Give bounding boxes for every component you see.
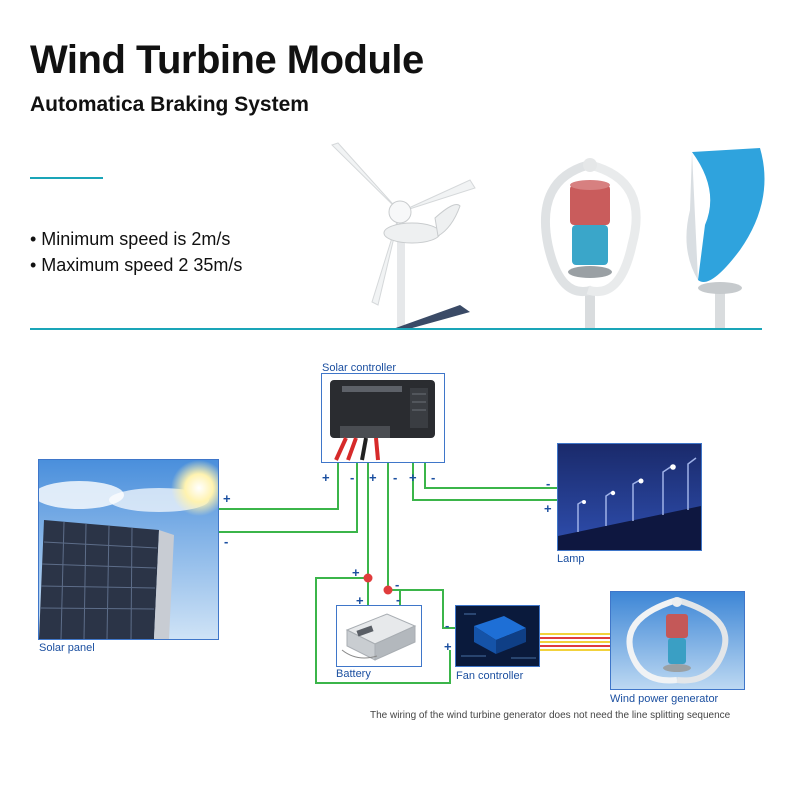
wind-generator-box xyxy=(610,591,745,690)
controller-battery-minus: - xyxy=(393,470,398,485)
page-subtitle: Automatica Braking System xyxy=(30,93,309,116)
lamp-plus: + xyxy=(544,501,552,516)
solar-panel-minus: - xyxy=(224,534,229,549)
lamp-image xyxy=(558,444,701,550)
solar-panel-image xyxy=(39,460,218,639)
junction-plus-sign: + xyxy=(352,565,360,580)
accent-divider xyxy=(30,177,103,179)
wiring-caption: The wiring of the wind turbine generator… xyxy=(370,710,731,721)
battery-label: Battery xyxy=(336,668,371,680)
solar-panel-plus: + xyxy=(223,491,231,506)
solar-controller-label: Solar controller xyxy=(322,362,396,374)
controller-load-minus: - xyxy=(431,470,436,485)
fan-controller-minus: - xyxy=(445,618,450,633)
fan-controller-plus: + xyxy=(444,639,452,654)
fan-controller-box xyxy=(455,605,540,667)
spec-max-speed: • Maximum speed 2 35m/s xyxy=(30,255,243,275)
page-title: Wind Turbine Module xyxy=(30,38,424,82)
controller-solar-minus: - xyxy=(350,470,355,485)
battery-image xyxy=(341,613,417,661)
junction-positive xyxy=(363,573,373,583)
fan-controller-image xyxy=(456,606,539,666)
lamp-label: Lamp xyxy=(557,553,585,565)
wind-generator-image xyxy=(611,592,744,689)
battery-box xyxy=(336,605,422,667)
product-images xyxy=(331,142,765,330)
horizontal-wind-turbine-image xyxy=(331,142,476,330)
helix-wind-turbine-image xyxy=(540,158,641,330)
lamp-minus: - xyxy=(546,476,551,491)
battery-plus: + xyxy=(356,593,364,608)
section-divider xyxy=(30,328,762,330)
controller-battery-plus: + xyxy=(369,470,377,485)
lamp-box xyxy=(557,443,702,551)
junction-minus-sign: - xyxy=(395,577,400,592)
solar-panel-label: Solar panel xyxy=(39,642,95,654)
controller-solar-plus: + xyxy=(322,470,330,485)
solar-controller-box xyxy=(321,373,445,463)
controller-load-plus: + xyxy=(409,470,417,485)
battery-minus: - xyxy=(396,592,401,607)
wind-generator-label: Wind power generator xyxy=(610,693,719,705)
spec-min-speed: • Minimum speed is 2m/s xyxy=(30,229,231,249)
ac-wires xyxy=(540,633,610,651)
junction-negative xyxy=(383,585,393,595)
solar-panel-box xyxy=(38,459,219,640)
fan-controller-label: Fan controller xyxy=(456,670,524,682)
blue-vertical-turbine-image xyxy=(686,148,765,330)
solar-controller-image xyxy=(330,380,435,461)
green-wires xyxy=(218,462,557,684)
